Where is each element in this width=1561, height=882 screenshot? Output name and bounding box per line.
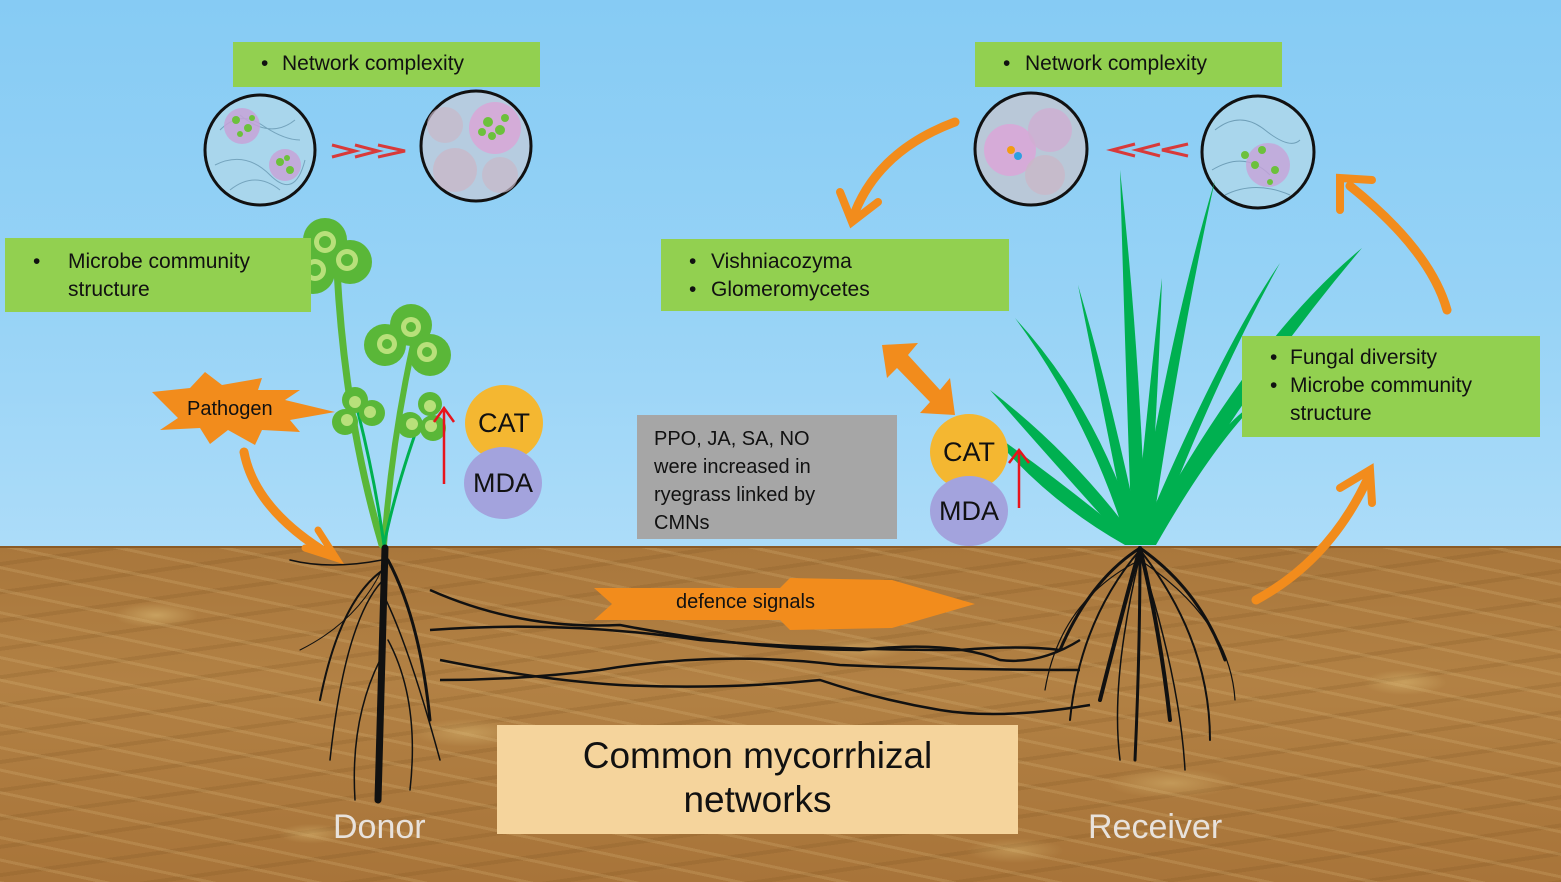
receiver-network-complexity-box: Network complexity	[975, 42, 1282, 87]
increase-arrow-icon	[432, 405, 456, 484]
signal-molecules-info-box: PPO, JA, SA, NO were increased in ryegra…	[637, 415, 897, 539]
receiver-microbe-community-line2: structure	[1290, 402, 1372, 425]
cycle-arrow-to-taxa-icon	[836, 117, 960, 229]
donor-microbe-community-box: Microbe community structure	[5, 238, 311, 312]
donor-mda-label: MDA	[473, 467, 533, 498]
receiver-roots-icon	[1044, 546, 1236, 771]
receiver-fungal-diversity-item: Fungal diversity	[1242, 344, 1540, 372]
cmn-title-line2: networks	[683, 779, 832, 820]
info-line: PPO, JA, SA, NO	[654, 428, 810, 450]
receiver-taxa-item: Vishniacozyma	[661, 248, 1009, 276]
receiver-mda-circle: MDA	[930, 476, 1008, 546]
cmn-title-line1: Common mycorrhizal	[582, 735, 933, 776]
cmn-title-box: Common mycorrhizal networks	[497, 725, 1018, 834]
donor-network-complexity-box: Network complexity	[233, 42, 540, 87]
receiver-network-after-icon	[973, 91, 1089, 207]
receiver-cat-label: CAT	[943, 436, 995, 467]
info-line: CMNs	[654, 512, 710, 534]
defence-signals-arrow-icon	[594, 578, 975, 630]
chevron-right-arrows-icon	[331, 143, 406, 159]
info-line: were increased in	[654, 456, 811, 478]
donor-network-before-icon	[203, 93, 317, 207]
donor-mda-circle: MDA	[464, 447, 542, 519]
receiver-mda-label: MDA	[939, 495, 999, 526]
pathogen-burst-icon	[152, 372, 335, 445]
donor-roots-icon	[289, 544, 441, 804]
defence-signals-label: defence signals	[676, 591, 815, 613]
donor-cat-label: CAT	[478, 407, 530, 438]
cycle-arrow-to-fungal-box-icon	[1251, 463, 1376, 605]
double-arrow-taxa-enzymes-icon	[882, 343, 955, 415]
chevron-left-arrows-icon	[1106, 142, 1189, 158]
receiver-taxa-item: Glomeromycetes	[661, 276, 1009, 304]
donor-network-after-icon	[419, 89, 533, 203]
receiver-network-complexity-item: Network complexity	[975, 50, 1282, 78]
donor-microbe-community-line2: structure	[68, 278, 150, 301]
receiver-network-before-icon	[1200, 94, 1316, 210]
receiver-label: Receiver	[1088, 808, 1223, 846]
donor-label: Donor	[333, 808, 426, 846]
clover-plant-icon	[291, 218, 451, 549]
receiver-microbe-community-line1: Microbe community	[1242, 372, 1540, 400]
increase-arrow-icon	[1008, 447, 1030, 508]
cycle-arrow-to-network-icon	[1336, 173, 1452, 315]
info-line: ryegrass linked by	[654, 484, 816, 506]
pathogen-attack-arrow-icon	[239, 447, 345, 565]
pathogen-label: Pathogen	[187, 398, 273, 420]
mycorrhizal-hyphae-icon	[429, 588, 1091, 716]
donor-network-complexity-item: Network complexity	[233, 50, 540, 78]
receiver-fungal-diversity-box: Fungal diversity Microbe community struc…	[1242, 336, 1540, 437]
receiver-taxa-box: Vishniacozyma Glomeromycetes	[661, 239, 1009, 311]
donor-microbe-community-line1: Microbe community	[5, 248, 311, 276]
